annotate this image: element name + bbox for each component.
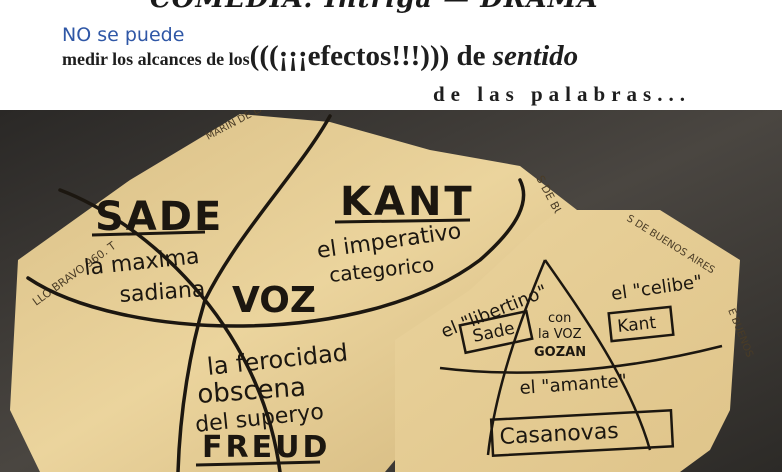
voz-label: VOZ xyxy=(232,280,316,321)
sade-underline xyxy=(91,230,206,237)
headline-sentence-end: de las palabras... xyxy=(433,82,691,106)
sentence-mid: de xyxy=(449,40,493,72)
casanovas-label: Casanovas xyxy=(499,419,619,450)
kant-label: KANT xyxy=(340,179,475,225)
efectos-emphasis: (((¡¡¡efectos!!!))) xyxy=(249,40,450,72)
blue-handwritten-note: NO se puede xyxy=(62,24,185,46)
sentence-start: medir los alcances de los xyxy=(62,49,250,69)
kant-underline xyxy=(334,218,471,224)
sade-subtitle-2: sadiana xyxy=(119,277,206,308)
kant-box-label: Kant xyxy=(616,313,657,337)
freud-label: FREUD xyxy=(202,430,330,465)
center-text-3: GOZAN xyxy=(534,345,586,360)
photographed-paper-scraps: MARIN DE LA MU LLO BRAVO 960. T S DE BUE… xyxy=(0,110,782,472)
sade-label: SADE xyxy=(95,194,223,240)
right-diagram-strokes xyxy=(439,259,723,457)
center-text-2: la VOZ xyxy=(538,327,582,342)
photo-drawing: MARIN DE LA MU LLO BRAVO 960. T S DE BUE… xyxy=(0,110,782,472)
cropped-top-title: COMEDIA: Intriga — DRAMA xyxy=(150,0,599,14)
freud-underline xyxy=(195,460,321,467)
sentido-italic: sentido xyxy=(492,40,579,72)
left-diagram-strokes xyxy=(26,114,526,472)
center-text-1: con xyxy=(548,311,571,326)
printed-header: COMEDIA: Intriga — DRAMA NO se puede med… xyxy=(0,0,782,118)
small-paper-card xyxy=(395,210,740,472)
headline-sentence: medir los alcances de los(((¡¡¡efectos!!… xyxy=(62,40,578,73)
